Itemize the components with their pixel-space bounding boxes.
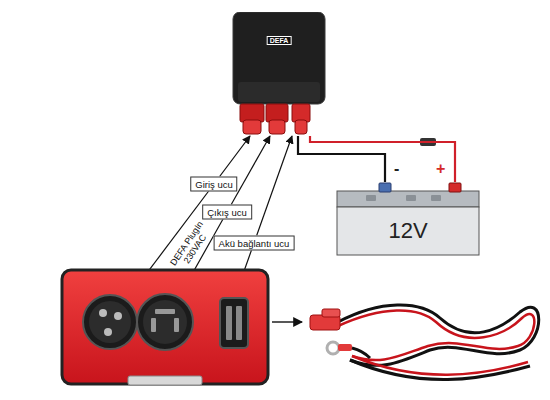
pointer-arrow (257, 136, 292, 236)
battery-cable (310, 305, 539, 380)
terminal-sign: - (394, 160, 399, 178)
terminal-sign: + (436, 160, 445, 178)
charger-unit: DEFA (232, 12, 326, 136)
battery-wire (310, 136, 455, 182)
connector-tag: Giriş ucu (190, 177, 237, 192)
tag-text: Giriş ucu (195, 179, 232, 190)
battery-box: 12V (336, 182, 480, 256)
tag-text: Çıkış ucu (207, 207, 247, 218)
voltage-text: 12V (388, 218, 427, 244)
socket-panel (62, 270, 268, 385)
charger-body (232, 12, 326, 136)
connector-tag: Akü bağlantı ucu (214, 236, 295, 251)
pointer-arrow (220, 136, 250, 177)
tag-text: Akü bağlantı ucu (219, 238, 290, 249)
brand-logo: DEFA (267, 36, 292, 45)
pointer-arrow (272, 321, 302, 322)
connector-tag: Çıkış ucu (202, 205, 252, 220)
plug-label: DEFA PlugIn 230VAC (165, 215, 217, 278)
pointer-arrow (231, 136, 270, 205)
